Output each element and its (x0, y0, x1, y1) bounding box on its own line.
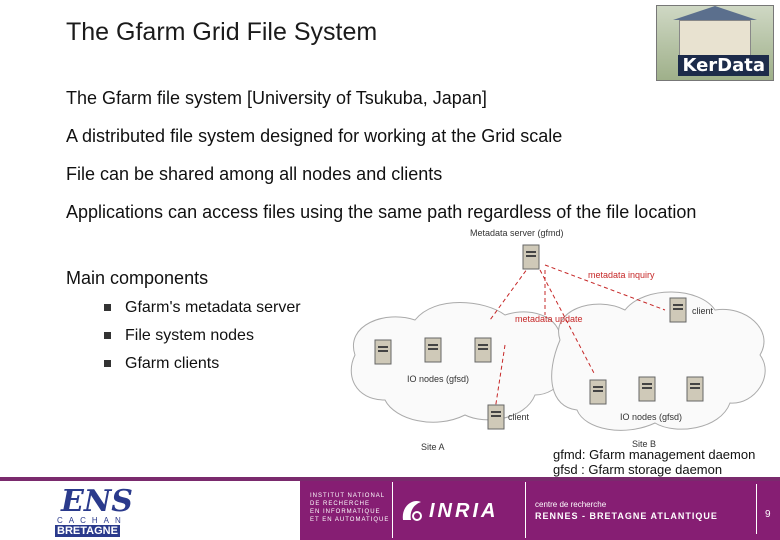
site-b-label: Site B (632, 439, 656, 449)
page-number-divider (756, 484, 757, 534)
caption-line-1: gfmd: Gfarm management daemon (553, 447, 756, 462)
centre-text: centre de recherche (535, 500, 607, 509)
slide-title: The Gfarm Grid File System (66, 18, 378, 46)
page-number: 9 (765, 509, 771, 520)
sub-bullet-metadata-server: Gfarm's metadata server (104, 299, 301, 317)
gfarm-architecture-diagram: Metadata server (gfmd) metadata inquiry … (350, 228, 766, 452)
inria-logo-text: INRIA (429, 500, 499, 522)
io-node-a2-icon (424, 337, 442, 363)
io-node-a1-icon (374, 339, 392, 365)
inria-institute-text: INSTITUT NATIONAL DE RECHERCHE EN INFORM… (310, 492, 389, 524)
house-roof-icon (673, 6, 757, 20)
bullet-3: File can be shared among all nodes and c… (66, 164, 443, 184)
square-bullet-icon (104, 360, 111, 368)
footer-divider (0, 477, 780, 481)
institute-line: EN INFORMATIQUE (310, 509, 381, 515)
client-top-label: client (692, 306, 714, 316)
metadata-server-label: Metadata server (gfmd) (470, 228, 564, 238)
io-nodes-b-label: IO nodes (gfsd) (620, 412, 682, 422)
sub-bullet-file-system-nodes: File system nodes (104, 327, 254, 345)
sub-bullet-clients: Gfarm clients (104, 355, 219, 373)
inria-swirl-icon (402, 500, 422, 521)
inria-logo: INRIA (392, 482, 526, 538)
metadata-inquiry-label: metadata inquiry (588, 270, 655, 280)
ens-logo-region: BRETAGNE (55, 525, 120, 537)
square-bullet-icon (104, 304, 111, 312)
sub-bullet-label: File system nodes (125, 327, 254, 344)
site-b-cloud (551, 291, 766, 431)
institute-line: DE RECHERCHE (310, 501, 371, 507)
io-nodes-a-label: IO nodes (gfsd) (407, 374, 469, 384)
io-node-b1-icon (589, 379, 607, 405)
bullet-1: The Gfarm file system [University of Tsu… (66, 88, 487, 108)
square-bullet-icon (104, 332, 111, 340)
sub-bullet-label: Gfarm's metadata server (125, 299, 301, 316)
bullet-5: Main components (66, 268, 209, 288)
metadata-server-icon (522, 244, 540, 270)
ens-logo-city: CACHAN (57, 516, 127, 525)
institute-line: ET EN AUTOMATIQUE (310, 517, 390, 523)
kerdata-logo: KerData (656, 5, 774, 81)
site-a-label: Site A (421, 442, 445, 452)
daemon-caption: gfmd: Gfarm management daemon gfsd : Gfa… (553, 447, 755, 477)
client-bottom-icon (487, 404, 505, 430)
io-node-b3-icon (686, 376, 704, 402)
kerdata-logo-text: KerData (678, 55, 769, 76)
ens-logo-main: ENS (61, 484, 133, 519)
rennes-text: RENNES - BRETAGNE ATLANTIQUE (535, 511, 718, 521)
sub-bullet-label: Gfarm clients (125, 355, 220, 372)
footer-left-panel (0, 481, 300, 540)
io-node-b2-icon (638, 376, 656, 402)
footer-right-panel (300, 481, 780, 540)
institute-line: INSTITUT NATIONAL (310, 493, 386, 499)
metadata-update-label: metadata update (515, 314, 583, 324)
io-node-a3-icon (474, 337, 492, 363)
bullet-2: A distributed file system designed for w… (66, 126, 563, 146)
caption-line-2: gfsd : Gfarm storage daemon (553, 462, 723, 477)
ens-cachan-logo: ENS CACHAN BRETAGNE (55, 484, 139, 537)
client-top-icon (669, 297, 687, 323)
bullet-4: Applications can access files using the … (66, 202, 697, 222)
house-icon (679, 20, 751, 60)
client-bottom-label: client (508, 412, 530, 422)
